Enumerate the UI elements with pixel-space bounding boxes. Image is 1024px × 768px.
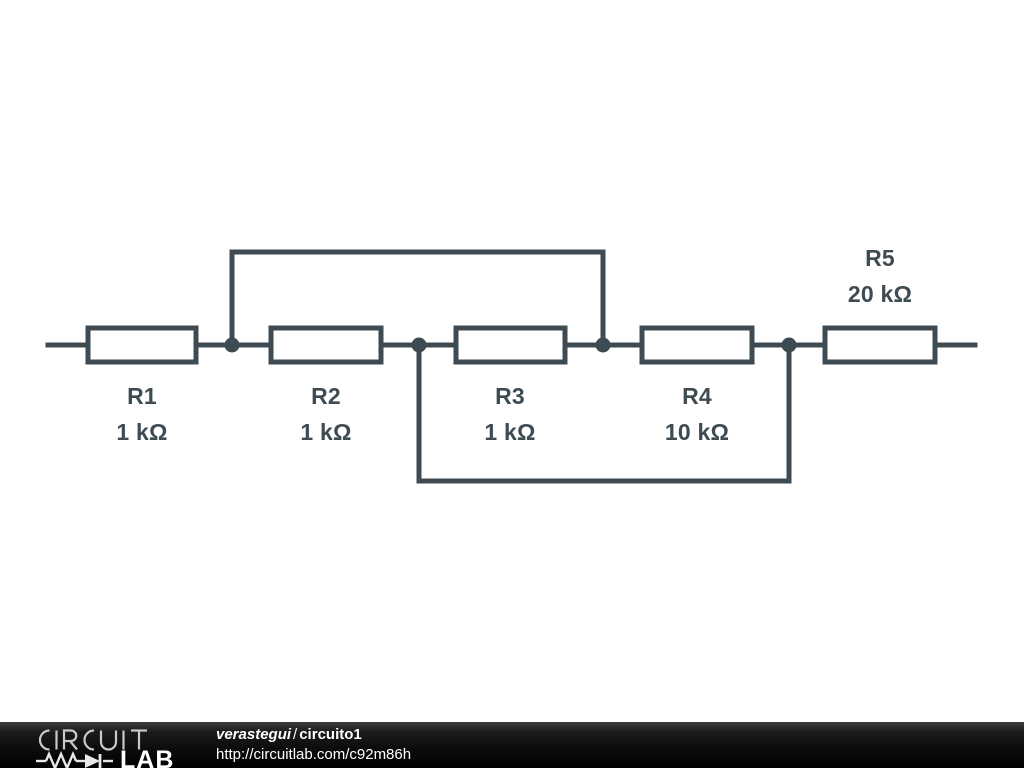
logo-word-lab: LAB <box>120 746 174 768</box>
logo-diode-triangle <box>85 754 100 768</box>
footer-bar: LAB verastegui/circuito1 http://circuitl… <box>0 722 1024 768</box>
schematic-canvas[interactable]: R1 1 kΩ R2 1 kΩ R3 1 kΩ R4 10 kΩ R5 20 k… <box>0 0 1024 722</box>
footer-credits: verastegui/circuito1 http://circuitlab.c… <box>216 725 411 765</box>
component-name-r3: R3 <box>495 383 525 409</box>
footer-url[interactable]: http://circuitlab.com/c92m86h <box>216 746 412 763</box>
component-label-r2[interactable]: R2 1 kΩ <box>266 378 386 450</box>
circuit-schematic[interactable] <box>0 0 1024 722</box>
component-value-r5: 20 kΩ <box>847 281 913 307</box>
resistor-body-r5 <box>822 325 938 365</box>
logo-resistor-zigzag <box>44 750 78 768</box>
junction-dot-a <box>224 337 240 353</box>
circuitlab-logo[interactable]: LAB <box>30 724 195 768</box>
component-label-r3[interactable]: R3 1 kΩ <box>450 378 570 450</box>
component-name-r1: R1 <box>127 383 157 409</box>
footer-credit-line: verastegui/circuito1 <box>216 725 411 745</box>
footer-project-name: circuito1 <box>299 726 362 743</box>
resistor-body-r4 <box>639 325 755 365</box>
junction-dot-d <box>781 337 797 353</box>
resistor-body-r3 <box>453 325 568 365</box>
component-value-r3: 1 kΩ <box>484 419 536 445</box>
component-value-r2: 1 kΩ <box>300 419 352 445</box>
wire-bottom-bypass <box>416 342 792 484</box>
component-value-r4: 10 kΩ <box>664 419 730 445</box>
component-name-r4: R4 <box>682 383 712 409</box>
footer-username: verastegui <box>216 726 292 743</box>
resistor-body-r1 <box>85 325 199 365</box>
component-label-r4[interactable]: R4 10 kΩ <box>637 378 757 450</box>
footer-separator: / <box>293 726 298 743</box>
component-label-r1[interactable]: R1 1 kΩ <box>82 378 202 450</box>
junction-dot-c <box>595 337 611 353</box>
component-name-r5: R5 <box>865 245 895 271</box>
component-value-r1: 1 kΩ <box>116 419 168 445</box>
component-label-r5[interactable]: R5 20 kΩ <box>820 240 940 312</box>
junction-dot-b <box>411 337 427 353</box>
wire-top-bypass <box>229 249 606 348</box>
component-name-r2: R2 <box>311 383 341 409</box>
resistor-body-r2 <box>268 325 384 365</box>
